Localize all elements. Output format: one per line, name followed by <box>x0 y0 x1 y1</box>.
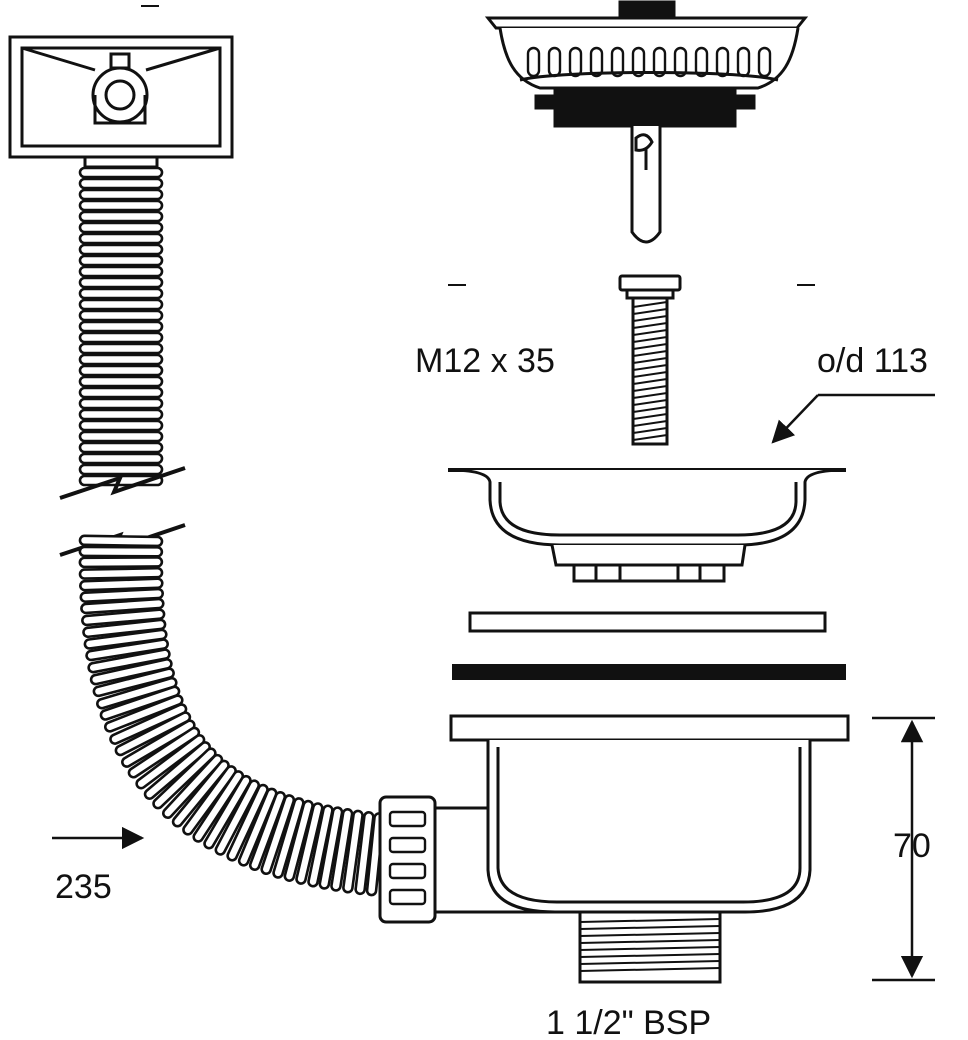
drain-flange-icon <box>447 468 847 583</box>
reference-ticks <box>141 5 815 286</box>
strainer-basket-icon <box>484 0 809 244</box>
bolt-size-label: M12 x 35 <box>415 342 555 380</box>
washer-icon <box>468 611 827 633</box>
overflow-outlet-icon <box>8 35 234 169</box>
dimension-arrow-icon <box>52 393 935 982</box>
height-dimension-label: 70 <box>893 827 931 865</box>
drain-body-icon <box>378 714 850 984</box>
thread-size-label: 1 1/2" BSP <box>546 1004 711 1040</box>
length-dimension-label: 235 <box>55 868 112 906</box>
outer-diameter-label: o/d 113 <box>817 342 928 380</box>
flexible-hose-icon <box>78 166 164 487</box>
gasket-icon <box>452 664 846 680</box>
flexible-hose-icon <box>78 534 385 897</box>
bolt-icon <box>618 274 682 446</box>
